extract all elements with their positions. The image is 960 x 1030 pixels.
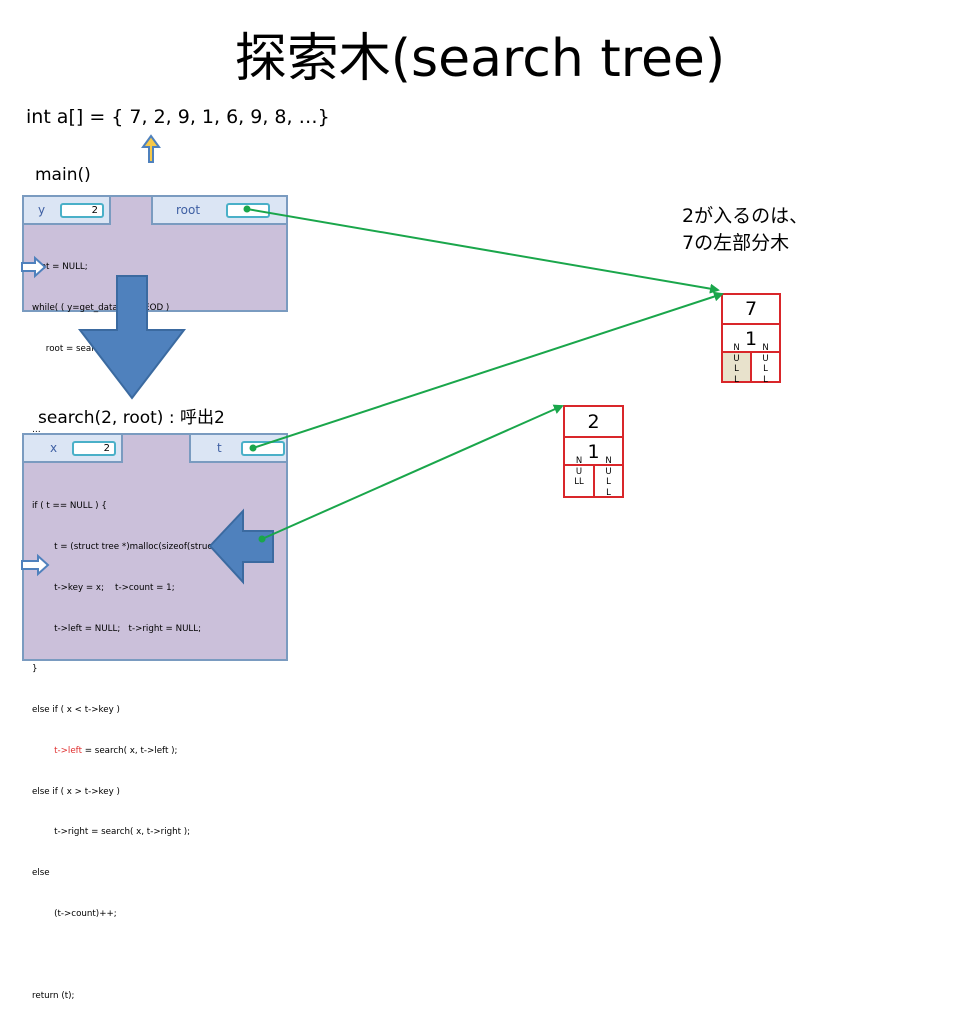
var-t-name: t [217,441,222,455]
main-var-root-cell: root [151,197,286,225]
search-call-label: search(2, root) : 呼出2 [38,408,225,428]
search-code-line: else if ( x > t->key ) [32,786,120,797]
root-pointer-dot [243,205,251,213]
search-code-line: t->key = x; t->count = 1; [32,582,175,593]
blue-down-arrow [77,275,187,400]
search-code-line: (t->count)++; [32,909,117,919]
note-line-1: 2が入るのは、 [682,205,809,227]
node-2-left-null-text: NULL [574,456,584,487]
note-line-2: 7の左部分木 [682,232,790,254]
search-code-line: } [32,664,38,675]
node-2-left-null [563,464,595,498]
node-2-right-null-text: NULL [605,456,612,498]
blue-left-arrow [208,508,274,585]
t-pointer-line [252,291,724,449]
var-y-value: 2 [60,203,104,218]
root-pointer-line [246,208,720,294]
search-var-x-cell: x 2 [24,435,123,463]
search-code-line: return (t); [32,990,75,1001]
node-7-key: 7 [744,298,758,320]
node-2-key: 2 [587,411,600,433]
search-code-line-highlight: t->left = search( x, t->left ); [32,745,245,759]
main-var-y-cell: y 2 [24,197,111,225]
search-code-line [32,949,245,963]
search-code-line: if ( t == NULL ) { [32,501,107,512]
var-x-name: x [50,441,58,455]
node-7-left-null-text: NULL [733,343,740,385]
yellow-up-arrow [141,134,161,163]
node-7-right-null-text: NULL [762,343,769,385]
node-2-key-cell: 2 [563,405,624,438]
t-pointer-dot [249,444,257,452]
search-code-line: t->right = search( x, t->right ); [32,827,191,838]
slide-title: 探索木(search tree) [234,29,726,89]
search-code-line: t->left = NULL; t->right = NULL; [32,623,202,634]
var-x-value: 2 [72,441,116,456]
array-declaration: int a[] = { 7, 2, 9, 1, 6, 9, 8, …} [26,106,330,128]
search-code-line: else [32,868,50,879]
insertion-note: 2が入るのは、 7の左部分木 [682,203,808,257]
new-node-pointer-dot [258,535,266,543]
main-pc-arrow [21,255,47,279]
main-code-line: … [32,425,41,436]
node-7-count: 1 [744,328,758,350]
node-7-left-null [721,351,752,383]
new-node-pointer-line [261,404,564,540]
var-root-name: root [176,203,201,217]
diagram-overlay [21,134,724,585]
main-stack-frame: y 2 root root = NULL; while( ( y=get_dat… [22,195,288,435]
highlight-left-text: t->left [54,745,82,756]
var-y-name: y [38,203,46,217]
main-function-label: main() [35,165,91,185]
node-2-count: 1 [587,441,600,463]
highlight-rest-text: = search( x, t->left ); [81,745,178,756]
search-code-line: else if ( x < t->key ) [32,705,120,716]
node-7-right-null [750,351,781,383]
node-2-right-null [593,464,624,498]
search-pc-arrow [21,553,50,577]
